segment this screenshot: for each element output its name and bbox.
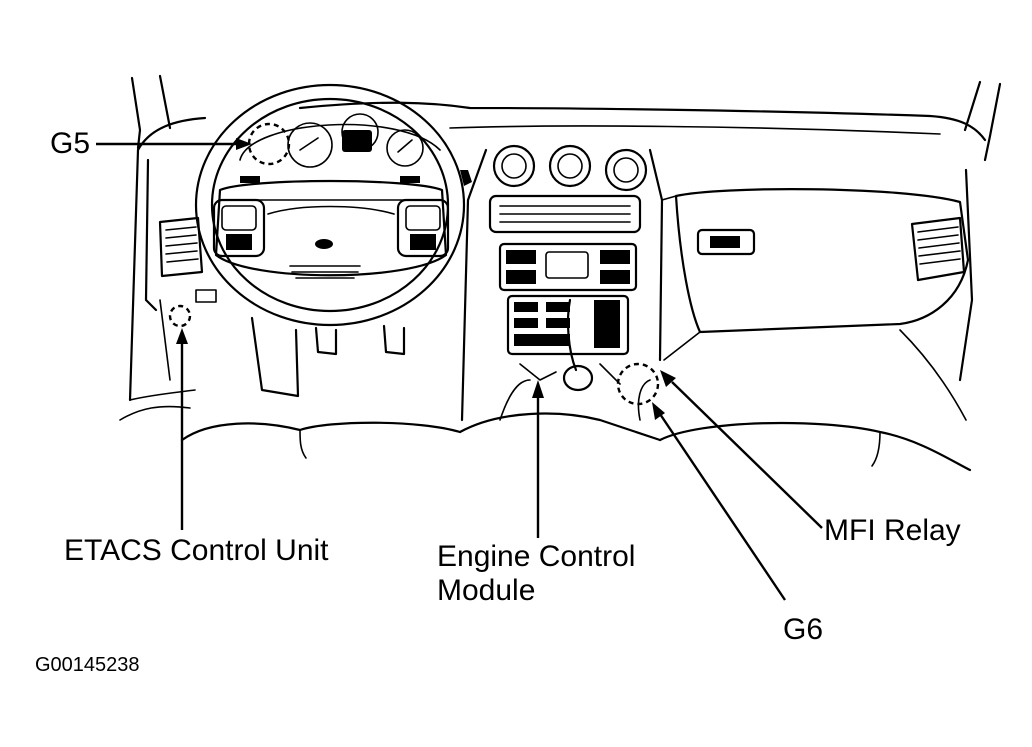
right-panel: [899, 168, 974, 421]
label-engine-control-line1: Engine Control: [437, 540, 636, 573]
ecm-callout: [532, 380, 544, 538]
g5-marker: [247, 122, 291, 166]
dashboard-top: [136, 101, 987, 152]
g5-callout: [96, 122, 291, 166]
etacs-marker: [168, 304, 192, 328]
g5-arrowhead: [236, 138, 252, 150]
g6-callout: [616, 362, 786, 601]
steering-wheel: [194, 83, 466, 398]
figure-id: G00145238: [35, 654, 140, 676]
ecm-arrowhead: [532, 380, 544, 398]
label-g6: G6: [783, 613, 824, 646]
horn-grille: [289, 265, 361, 279]
g6-arrowhead: [652, 402, 665, 420]
etacs-callout: [168, 304, 192, 530]
mfi-leader: [671, 381, 823, 529]
a-pillars: [130, 74, 1002, 162]
label-etacs-control-unit: ETACS Control Unit: [64, 534, 329, 567]
g6-marker: [616, 362, 660, 406]
mfi-arrowhead: [660, 370, 676, 387]
mfi-callout: [660, 370, 823, 529]
pedals: [195, 289, 406, 356]
instrument-cluster: [239, 113, 441, 168]
seats: [119, 379, 972, 472]
label-mfi-relay: MFI Relay: [824, 514, 961, 547]
glove-box: [661, 188, 970, 361]
g6-leader: [659, 413, 786, 601]
etacs-arrowhead: [176, 328, 188, 344]
left-vent: [158, 216, 204, 278]
center-stack: [460, 144, 664, 422]
left-panel: [128, 148, 196, 402]
right-vent: [910, 216, 966, 282]
label-g5: G5: [50, 127, 91, 160]
label-engine-control-line2: Module: [437, 574, 536, 607]
